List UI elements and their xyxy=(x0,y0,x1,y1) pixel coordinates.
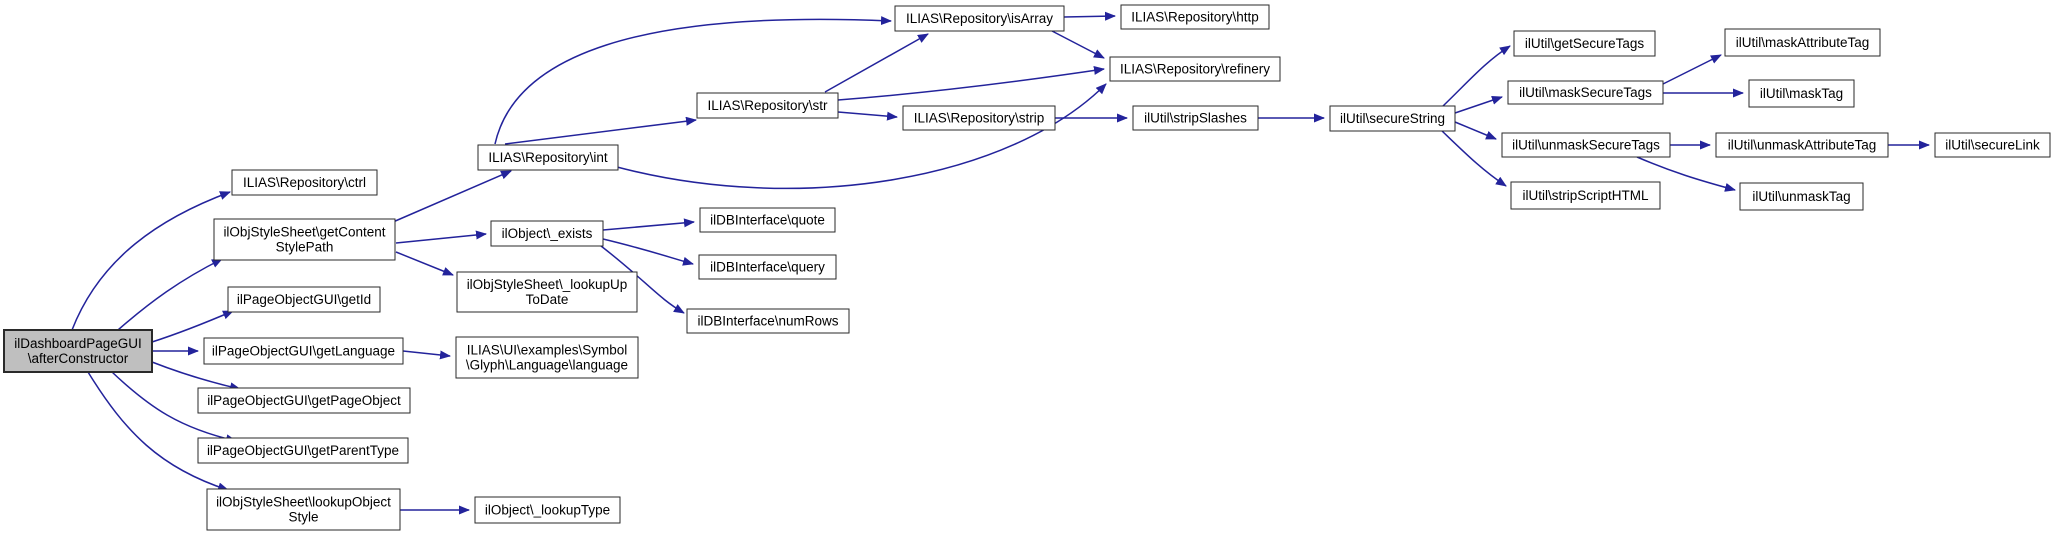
node-label-unmaskSecureTags: ilUtil\unmaskSecureTags xyxy=(1512,138,1660,153)
node-label-isArray: ILIAS\Repository\isArray xyxy=(906,11,1053,26)
node-label-maskSecureTags: ilUtil\maskSecureTags xyxy=(1519,85,1652,100)
node-getParentType[interactable]: ilPageObjectGUI\getParentType xyxy=(197,437,409,464)
node-unmaskTag[interactable]: ilUtil\unmaskTag xyxy=(1739,182,1864,211)
node-label-language: ILIAS\UI\examples\Symbol\Glyph\Language\… xyxy=(466,343,628,373)
node-ctrl[interactable]: ILIAS\Repository\ctrl xyxy=(231,169,378,196)
node-label-int: ILIAS\Repository\int xyxy=(488,150,608,165)
node-secureLink[interactable]: ilUtil\secureLink xyxy=(1934,132,2051,158)
edge-afterConstructor-getParentType xyxy=(111,371,237,444)
node-label-quote: ilDBInterface\quote xyxy=(710,213,825,228)
edge-exists-query xyxy=(602,238,694,266)
node-label-afterConstructor: ilDashboardPageGUI\afterConstructor xyxy=(14,336,142,366)
node-exists[interactable]: ilObject\_exists xyxy=(490,220,604,247)
node-maskTag[interactable]: ilUtil\maskTag xyxy=(1748,79,1855,108)
node-label-getId: ilPageObjectGUI\getId xyxy=(237,292,371,307)
node-label-secureString: ilUtil\secureString xyxy=(1340,111,1445,126)
node-maskAttributeTag[interactable]: ilUtil\maskAttributeTag xyxy=(1724,28,1881,57)
node-quote[interactable]: ilDBInterface\quote xyxy=(699,207,836,233)
edge-int-str xyxy=(504,116,697,145)
node-label-stripScriptHTML: ilUtil\stripScriptHTML xyxy=(1522,188,1649,203)
node-label-lookupType: ilObject\_lookupType xyxy=(485,503,610,518)
edge-exists-quote xyxy=(602,218,695,231)
edge-afterConstructor-getPageObject xyxy=(151,361,241,392)
node-lookupType[interactable]: ilObject\_lookupType xyxy=(474,496,621,524)
edge-int-refinery xyxy=(616,83,1107,190)
node-label-getPageObject: ilPageObjectGUI\getPageObject xyxy=(207,393,401,408)
node-unmaskAttributeTag[interactable]: ilUtil\unmaskAttributeTag xyxy=(1715,132,1889,158)
node-label-getLanguage: ilPageObjectGUI\getLanguage xyxy=(212,344,395,359)
node-http[interactable]: ILIAS\Repository\http xyxy=(1120,4,1270,30)
edge-afterConstructor-lookupObjectStyle xyxy=(87,371,229,492)
node-label-secureLink: ilUtil\secureLink xyxy=(1945,138,2040,153)
node-label-maskTag: ilUtil\maskTag xyxy=(1760,86,1843,101)
node-label-str: ILIAS\Repository\str xyxy=(707,98,828,113)
node-stripSlashes[interactable]: ilUtil\stripSlashes xyxy=(1132,105,1259,131)
edge-isArray-refinery xyxy=(1051,30,1105,59)
node-label-stripSlashes: ilUtil\stripSlashes xyxy=(1144,111,1247,126)
node-refinery[interactable]: ILIAS\Repository\refinery xyxy=(1109,56,1281,82)
node-stripScriptHTML[interactable]: ilUtil\stripScriptHTML xyxy=(1510,181,1661,210)
edge-secureString-stripScriptHTML xyxy=(1440,129,1507,187)
edge-secureString-unmaskSecureTags xyxy=(1454,121,1497,140)
node-label-ctrl: ILIAS\Repository\ctrl xyxy=(243,175,366,190)
node-label-maskAttributeTag: ilUtil\maskAttributeTag xyxy=(1736,35,1870,50)
edge-afterConstructor-ctrl xyxy=(71,191,231,331)
node-getSecureTags[interactable]: ilUtil\getSecureTags xyxy=(1513,30,1656,57)
node-label-strip: ILIAS\Repository\strip xyxy=(914,111,1045,126)
edge-unmaskSecureTags-unmaskTag xyxy=(1636,156,1736,192)
node-unmaskSecureTags[interactable]: ilUtil\unmaskSecureTags xyxy=(1501,132,1671,158)
edge-str-isArray xyxy=(824,33,929,93)
node-isArray[interactable]: ILIAS\Repository\isArray xyxy=(894,5,1065,32)
edge-afterConstructor-getContentStylePath xyxy=(117,258,223,331)
edge-afterConstructor-getId xyxy=(151,310,234,343)
edge-exists-numRows xyxy=(600,245,685,314)
node-label-numRows: ilDBInterface\numRows xyxy=(697,314,838,329)
node-maskSecureTags[interactable]: ilUtil\maskSecureTags xyxy=(1507,80,1664,105)
edge-getContentStylePath-int xyxy=(392,170,512,223)
edge-getContentStylePath-lookupUpToDate xyxy=(395,251,454,276)
node-label-getSecureTags: ilUtil\getSecureTags xyxy=(1525,36,1645,51)
node-label-refinery: ILIAS\Repository\refinery xyxy=(1120,62,1270,77)
edge-str-refinery xyxy=(837,66,1105,101)
node-getPageObject[interactable]: ilPageObjectGUI\getPageObject xyxy=(197,387,411,414)
node-label-unmaskTag: ilUtil\unmaskTag xyxy=(1752,189,1850,204)
edge-getLanguage-language xyxy=(402,350,451,360)
node-label-getParentType: ilPageObjectGUI\getParentType xyxy=(207,443,399,458)
node-secureString[interactable]: ilUtil\secureString xyxy=(1329,105,1456,132)
node-label-query: ilDBInterface\query xyxy=(710,260,825,275)
edge-str-strip xyxy=(837,111,898,121)
edge-int-isArray xyxy=(494,16,892,145)
edge-maskSecureTags-maskAttributeTag xyxy=(1662,54,1722,85)
node-str[interactable]: ILIAS\Repository\str xyxy=(696,92,839,119)
node-numRows[interactable]: ilDBInterface\numRows xyxy=(686,308,850,334)
node-strip[interactable]: ILIAS\Repository\strip xyxy=(902,105,1056,131)
edge-getContentStylePath-exists xyxy=(395,230,487,244)
edge-secureString-getSecureTags xyxy=(1442,45,1511,107)
edge-isArray-http xyxy=(1063,11,1116,21)
node-afterConstructor[interactable]: ilDashboardPageGUI\afterConstructor xyxy=(3,329,153,373)
node-language[interactable]: ILIAS\UI\examples\Symbol\Glyph\Language\… xyxy=(455,336,639,379)
node-query[interactable]: ilDBInterface\query xyxy=(698,254,837,280)
node-label-unmaskAttributeTag: ilUtil\unmaskAttributeTag xyxy=(1728,138,1877,153)
node-label-http: ILIAS\Repository\http xyxy=(1131,10,1259,25)
edge-secureString-maskSecureTags xyxy=(1454,95,1503,114)
node-getId[interactable]: ilPageObjectGUI\getId xyxy=(227,286,381,313)
node-int[interactable]: ILIAS\Repository\int xyxy=(477,144,619,171)
node-label-exists: ilObject\_exists xyxy=(502,226,593,241)
node-getLanguage[interactable]: ilPageObjectGUI\getLanguage xyxy=(203,337,404,365)
